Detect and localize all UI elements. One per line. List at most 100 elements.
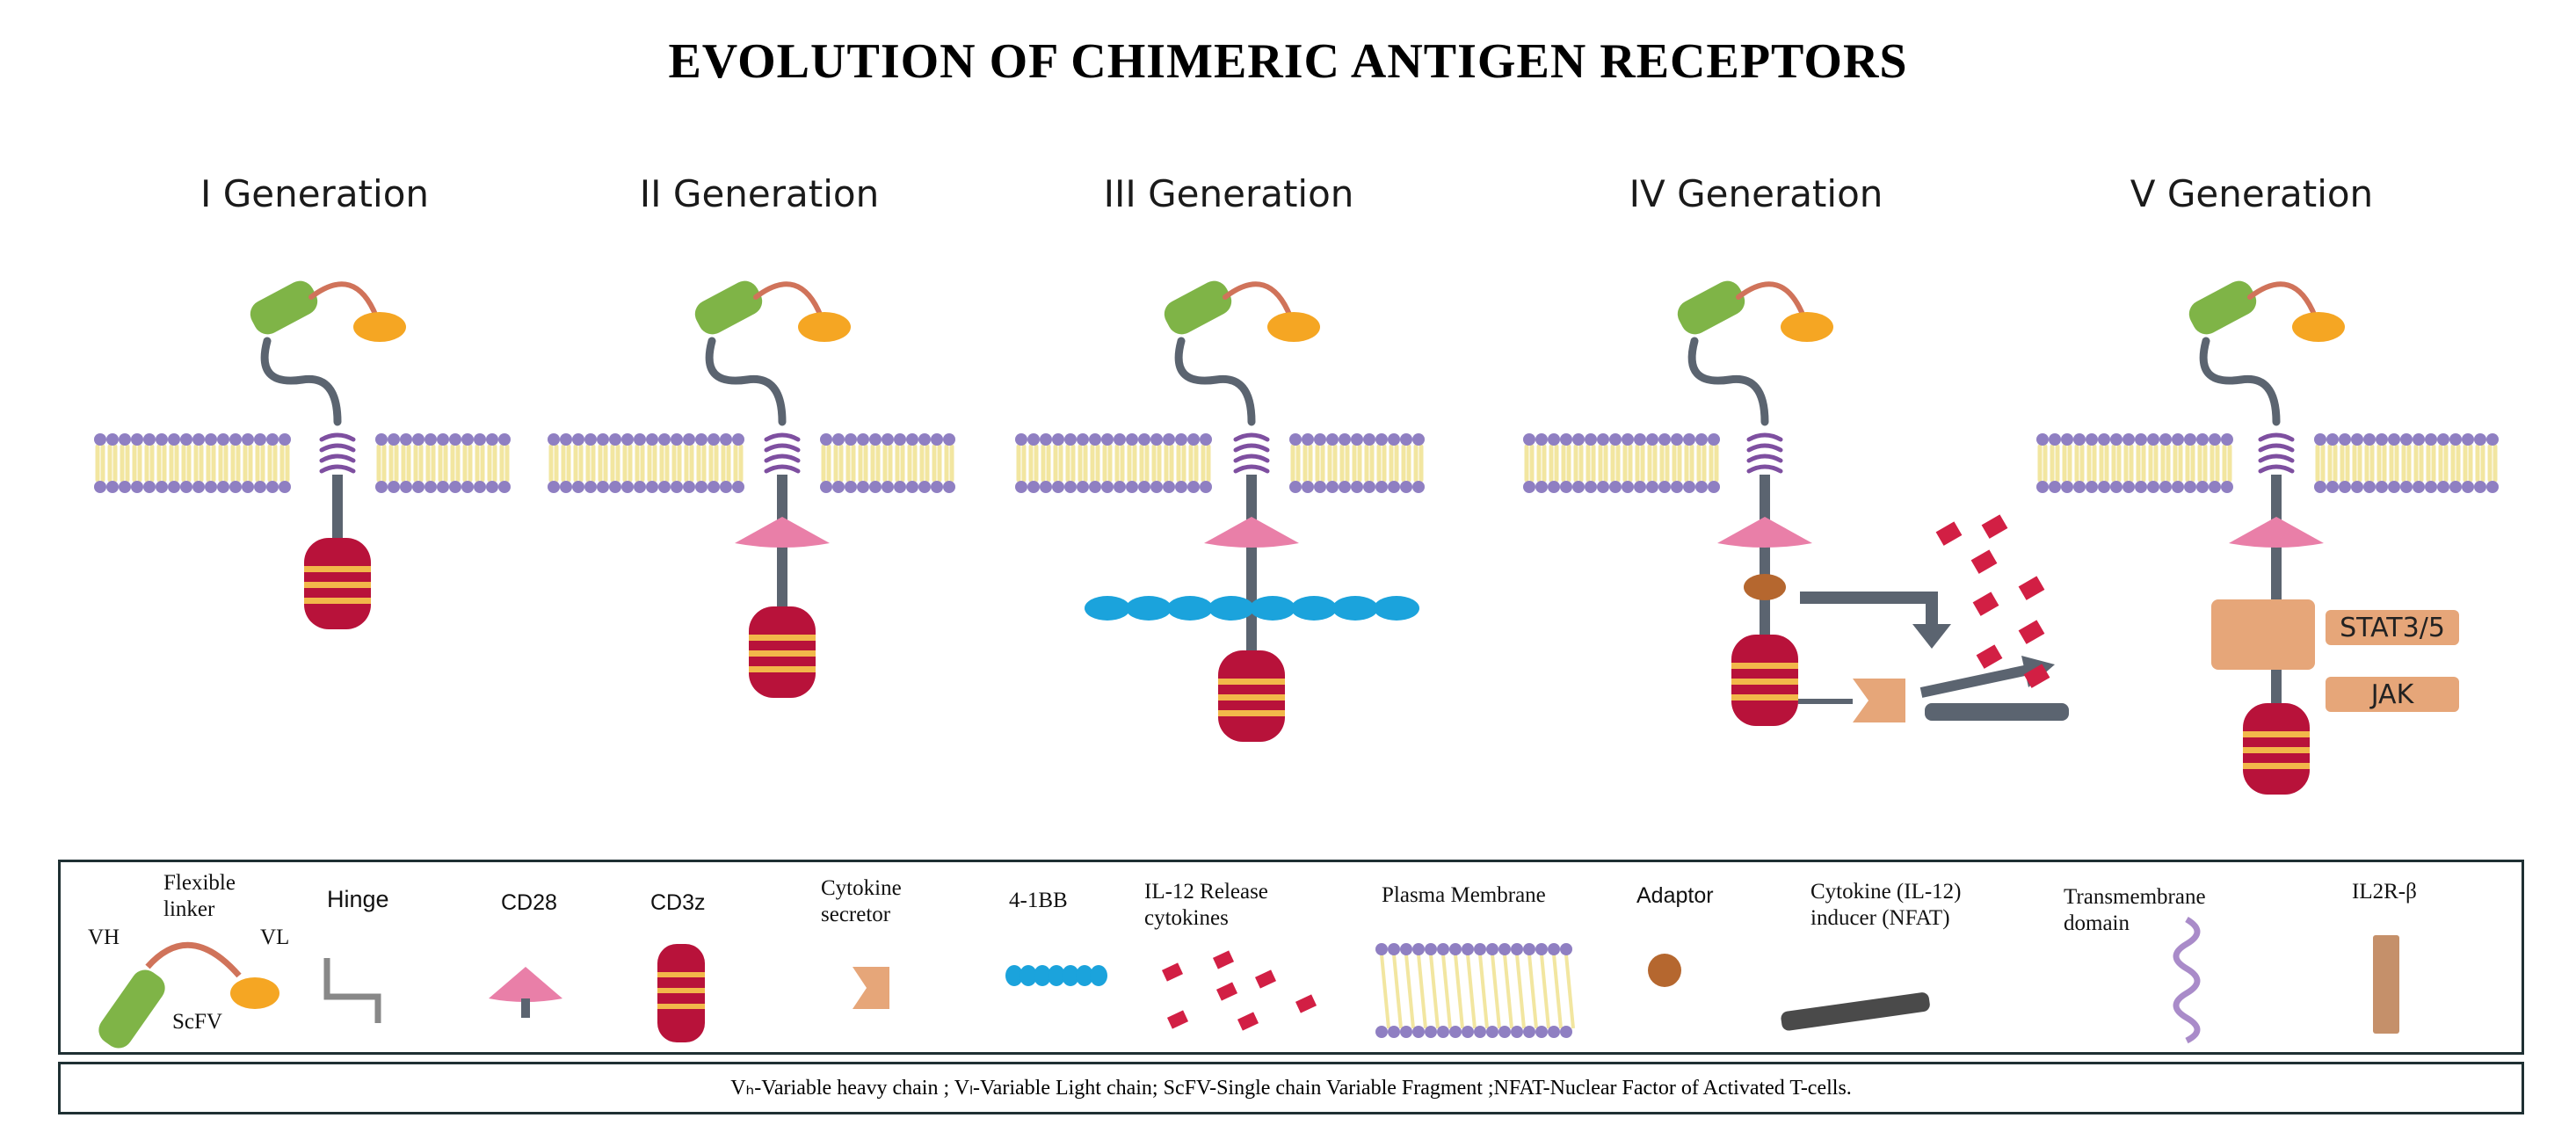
gen4-cytokine <box>2018 620 2045 644</box>
legend-cytokine-dot <box>1161 962 1184 982</box>
generation-2-title: II Generation <box>639 172 880 215</box>
gen2-hinge-stalk <box>705 337 787 426</box>
legend-4-1bb-bead <box>1090 965 1107 986</box>
generation-1-receptor <box>94 280 511 629</box>
legend-hinge-icon <box>323 958 381 1023</box>
gen4-cytokine <box>1935 521 1963 546</box>
legend-icons <box>98 916 2399 1049</box>
gen2-transmembrane <box>764 432 801 474</box>
legend-il2r-beta-label: IL2R-β <box>2352 880 2417 904</box>
generation-2-receptor <box>548 280 955 698</box>
legend-flexible-linker-label: Flexible linker <box>163 871 236 921</box>
gen3-linker <box>1223 281 1293 319</box>
legend-cytokine-secretor-icon <box>853 967 889 1009</box>
gen3-4-1bb-bead <box>1167 596 1213 621</box>
footnote: Vₕ-Variable heavy chain ; Vₗ-Variable Li… <box>58 1062 2524 1114</box>
gen4-linker <box>1736 281 1806 319</box>
gen3-4-1bb-bead <box>1126 596 1172 621</box>
gen5-stat-label: STAT3/5 <box>2340 613 2445 643</box>
gen5-cd28 <box>2229 517 2324 548</box>
legend-4-1bb-bead <box>1048 965 1065 986</box>
legend-cytokine-secretor-label: Cytokine secretor <box>821 876 902 926</box>
legend-hinge-label: Hinge <box>327 886 389 912</box>
gen3-vl <box>1267 312 1320 342</box>
gen5-jak-label: JAK <box>2369 679 2415 710</box>
gen2-cd28 <box>735 517 830 548</box>
legend-nfat-rod <box>1781 992 1930 1031</box>
legend-linker-arc <box>145 941 242 978</box>
gen4-adaptor <box>1744 574 1786 600</box>
gen3-cd28 <box>1204 517 1299 548</box>
legend-4-1bb-bead <box>1020 965 1037 986</box>
gen4-arrow-right <box>1919 664 2030 698</box>
legend-scfv-label: ScFV <box>172 1010 222 1034</box>
legend-cd28-icon <box>489 967 562 1002</box>
gen3-hinge-stalk <box>1174 337 1256 426</box>
legend-4-1bb-bead <box>1062 965 1079 986</box>
legend-cytokine-dot <box>1237 1012 1259 1031</box>
legend-cytokine-dot <box>1254 969 1277 989</box>
gen4-nfat-inducer <box>1925 703 2069 721</box>
legend-cd3z-label: CD3z <box>650 890 706 915</box>
gen1-hinge-stalk <box>260 337 342 426</box>
generation-4-receptor <box>1523 280 2069 726</box>
gen4-cytokine-secretor <box>1853 679 1905 722</box>
gen3-4-1bb-bead <box>1250 596 1295 621</box>
legend-scfv-cylinder <box>98 969 165 1049</box>
gen2-vh-cylinder <box>694 280 763 335</box>
legend-plasma-membrane-label: Plasma Membrane <box>1382 883 1546 907</box>
gen3-4-1bb-bead <box>1208 596 1254 621</box>
legend-il12-release-label: IL-12 Release cytokines <box>1144 880 1268 930</box>
gen5-hinge-stalk <box>2199 337 2281 426</box>
generation-1-title: I Generation <box>200 172 430 215</box>
gen4-transmembrane <box>1746 432 1783 474</box>
gen1-vh-cylinder <box>250 280 318 335</box>
gen4-cytokine <box>1976 644 2003 669</box>
gen4-cytokine <box>2023 664 2050 688</box>
legend-cd28-label: CD28 <box>501 890 557 915</box>
generation-3-receptor <box>1015 280 1425 742</box>
legend-cytokine-dot <box>1215 982 1238 1001</box>
gen2-vl <box>798 312 851 342</box>
legend-cytokine-dot <box>1166 1010 1189 1029</box>
gen3-4-1bb-bead <box>1291 596 1337 621</box>
gen4-hinge-stalk <box>1687 337 1769 426</box>
legend-4-1bb-bead <box>1034 965 1051 986</box>
gen5-transmembrane <box>2258 432 2295 474</box>
gen1-transmembrane <box>319 432 356 474</box>
gen3-vh-cylinder <box>1164 280 1232 335</box>
gen5-jak-box <box>2326 677 2459 712</box>
gen1-vl <box>353 312 406 342</box>
legend-transmembrane-icon <box>2173 916 2201 1044</box>
legend-transmembrane-label: Transmembrane domain <box>2064 885 2206 935</box>
generation-3-title: III Generation <box>1103 172 1354 215</box>
gen5-vl <box>2292 312 2345 342</box>
gen5-stat-box <box>2326 610 2459 645</box>
legend-cytokine-dot <box>1212 950 1235 969</box>
legend-adaptor-label: Adaptor <box>1636 883 1714 908</box>
legend-4-1bb-label: 4-1BB <box>1009 889 1068 912</box>
gen4-vh-cylinder <box>1677 280 1745 335</box>
gen4-cytokine <box>1972 592 1999 616</box>
gen4-cytokine <box>1981 514 2008 539</box>
gen3-transmembrane <box>1233 432 1270 474</box>
generation-4-title: IV Generation <box>1629 172 1883 215</box>
gen4-cd28 <box>1717 517 1812 548</box>
legend-adaptor-icon <box>1648 954 1681 987</box>
gen2-linker <box>753 281 824 319</box>
legend-vl-label: VL <box>260 926 290 949</box>
legend-box <box>58 860 2524 1055</box>
generation-5-title: V Generation <box>2130 172 2374 215</box>
gen5-vh-cylinder <box>2188 280 2257 335</box>
legend-vh-label: VH <box>88 926 120 949</box>
gen4-vl <box>1781 312 1833 342</box>
gen3-4-1bb-bead <box>1085 596 1130 621</box>
gen3-4-1bb-bead <box>1332 596 1378 621</box>
legend-4-1bb-bead <box>1005 965 1023 986</box>
diagram-title: EVOLUTION OF CHIMERIC ANTIGEN RECEPTORS <box>668 34 1908 89</box>
legend-vl-blob <box>230 977 279 1009</box>
gen4-cytokine <box>2018 576 2045 600</box>
